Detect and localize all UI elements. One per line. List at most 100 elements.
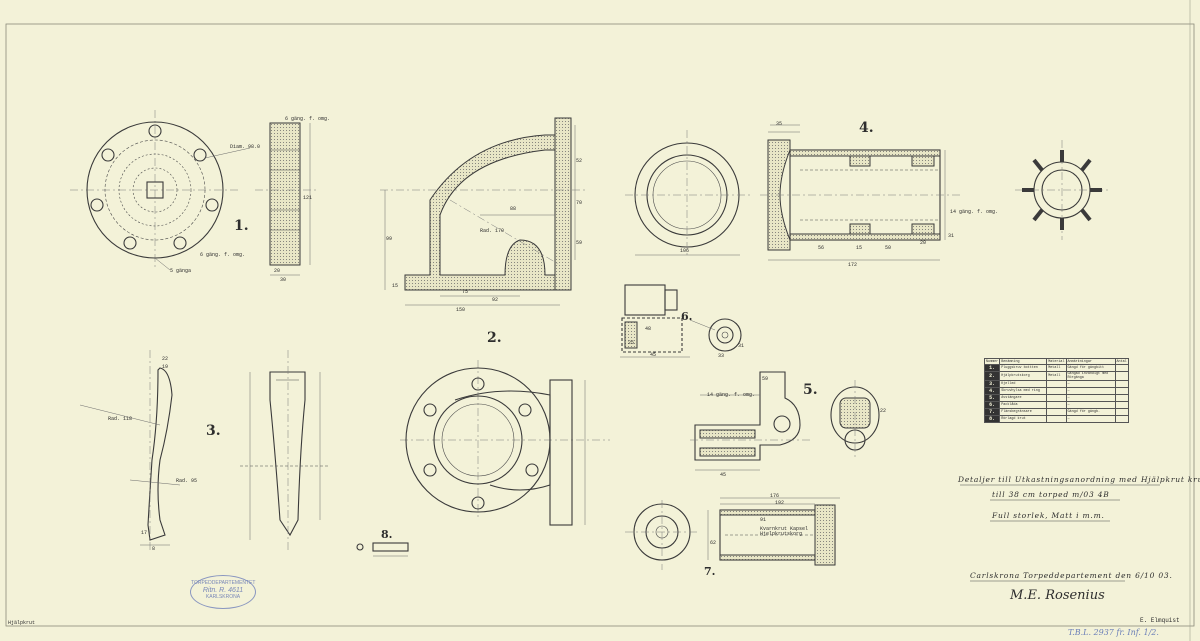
fig4-cylinder-end: [625, 130, 750, 258]
row-name: Pluggskruv bottten: [999, 364, 1048, 372]
signature: M.E. Rosenius: [1010, 588, 1105, 603]
row-name: Avstängare: [999, 394, 1048, 402]
row-count: [1114, 408, 1129, 416]
fig2-dim-75: 75: [462, 289, 469, 295]
row-material: [1046, 408, 1067, 416]
fig8-rod: [356, 542, 409, 557]
row-count: [1114, 380, 1129, 388]
fig1-thread-label: 6 gäng. f. omg.: [285, 116, 331, 122]
row-material: [1046, 387, 1067, 395]
fig2-dim-92: 92: [492, 297, 499, 303]
row-number: 4.: [983, 387, 1001, 395]
figure-number-5: 5.: [803, 382, 818, 398]
row-name: Hjälpkrutskorg: [999, 371, 1048, 381]
row-name: Kjelled: [999, 380, 1048, 388]
fig3-lever-side: [79, 350, 181, 550]
archive-reference: T.B.L. 2937 fr. Inf. 1/2.: [1068, 628, 1159, 637]
bottom-right-signature: E. Elmquist: [1140, 617, 1180, 624]
department-stamp: TORPEDDEPARTEMENTET Ritn. R. 4611 KARLSK…: [190, 575, 256, 609]
row-remark: —: [1065, 380, 1116, 388]
row-remark: —: [1065, 394, 1116, 402]
row-material: [1046, 394, 1067, 402]
sheet-border: [5, 23, 1195, 627]
fig3-dim-22: 22: [162, 356, 169, 362]
fig5-thread: 14 gäng. f. omg.: [707, 392, 756, 398]
row-name: Packlåda: [999, 401, 1048, 409]
row-count: [1114, 401, 1129, 409]
bottom-left-mark: Hjälpkrut: [8, 620, 36, 626]
fig5-dim-22: 22: [880, 408, 887, 414]
fig2-elbow-section: [380, 117, 585, 306]
fig7-dim-176: 176: [770, 493, 780, 499]
fig4-dim-31: 31: [948, 233, 955, 239]
fig5-dim-59: 59: [762, 376, 769, 382]
fig1-dim-30: 30: [280, 277, 287, 283]
fig7-basket: [625, 497, 840, 570]
figure-number-1: 1.: [234, 218, 249, 234]
row-remark: Gängad invändigt med Rörgänga: [1065, 371, 1116, 381]
row-remark: Gängd för gängbitt: [1065, 364, 1116, 372]
fig5-dim-45: 45: [720, 472, 727, 478]
row-remark: Gängd för gängb.: [1065, 408, 1116, 416]
table-row: 5.Avstängare —: [983, 394, 1129, 402]
fig2-dim-15: 15: [392, 283, 399, 289]
fig7-dim-192: 192: [775, 500, 785, 506]
title-line-3: Full storlek, Matt i m.m.: [992, 511, 1105, 520]
fig3-dim-17: 17: [141, 530, 148, 536]
fig6-dim-25: 25: [628, 340, 635, 346]
figure-number-3: 3.: [206, 423, 221, 439]
fig3-lever-front: [240, 350, 330, 550]
fig2-dim-52: 52: [576, 158, 583, 164]
fig4-dim-35: 35: [776, 121, 783, 127]
fig4-star-ring: [1015, 140, 1110, 240]
figure-number-6: 6.: [681, 310, 693, 323]
row-number: 5.: [983, 394, 1001, 402]
row-material: [1046, 401, 1067, 409]
row-count: [1114, 394, 1129, 402]
fig1-plate-side-view: [255, 122, 318, 276]
row-remark: —: [1065, 415, 1116, 423]
figure-number-8: 8.: [381, 528, 393, 541]
fig4-dim-106: 106: [680, 248, 690, 254]
fig5-valve: [690, 371, 880, 471]
row-count: [1114, 371, 1129, 381]
figure-number-7: 7.: [704, 565, 716, 578]
row-count: [1114, 415, 1129, 423]
figure-number-2: 2.: [487, 330, 502, 346]
fig4-dim-20: 20: [920, 240, 927, 246]
row-remark: —: [1065, 401, 1116, 409]
title-line-1: Detaljer till Utkastningsanordning med H…: [958, 475, 1200, 484]
fig1-diameter-label: Diam. 98.0: [230, 144, 261, 150]
fig2-dim-150: 150: [456, 307, 466, 313]
row-count: [1114, 364, 1129, 372]
fig7-dim-62: 62: [710, 540, 717, 546]
fig2-dim-70: 70: [576, 200, 583, 206]
stamp-line-3: KARLSKRONA: [205, 594, 241, 600]
row-number: 8.: [983, 415, 1001, 423]
stamp-line-1: TORPEDDEPARTEMENTET: [191, 580, 256, 586]
fig7-dim-91: 91: [760, 517, 767, 523]
fig1-dim-20: 20: [274, 268, 281, 274]
row-name: Rörlagd krut: [999, 415, 1048, 423]
title-line-2: till 38 cm torped m/03 4B: [992, 490, 1110, 499]
row-material: [1046, 415, 1067, 423]
fig2-dim-99: 99: [386, 236, 393, 242]
row-number: 7.: [983, 408, 1001, 416]
fig2-flange-view: [400, 360, 610, 526]
fig4-dim-50: 50: [885, 245, 892, 251]
fig2-radius: Rad. 170: [480, 228, 505, 234]
fig6-dim-45: 45: [650, 352, 657, 358]
row-material: Metall: [1046, 371, 1067, 381]
table-row: 4.Skruvhylsa med ring—: [983, 387, 1129, 395]
row-number: 6.: [983, 401, 1001, 409]
row-remark: —: [1065, 387, 1116, 395]
fig4-dim-172: 172: [848, 262, 858, 268]
fig3-dim-8: 8: [152, 546, 156, 552]
fig6-dim-31: 31: [738, 343, 745, 349]
table-row: 6.Packlåda —: [983, 401, 1129, 409]
fig4-dim-56: 56: [818, 245, 825, 251]
fig1-base-note: 5 gänga: [170, 268, 192, 274]
